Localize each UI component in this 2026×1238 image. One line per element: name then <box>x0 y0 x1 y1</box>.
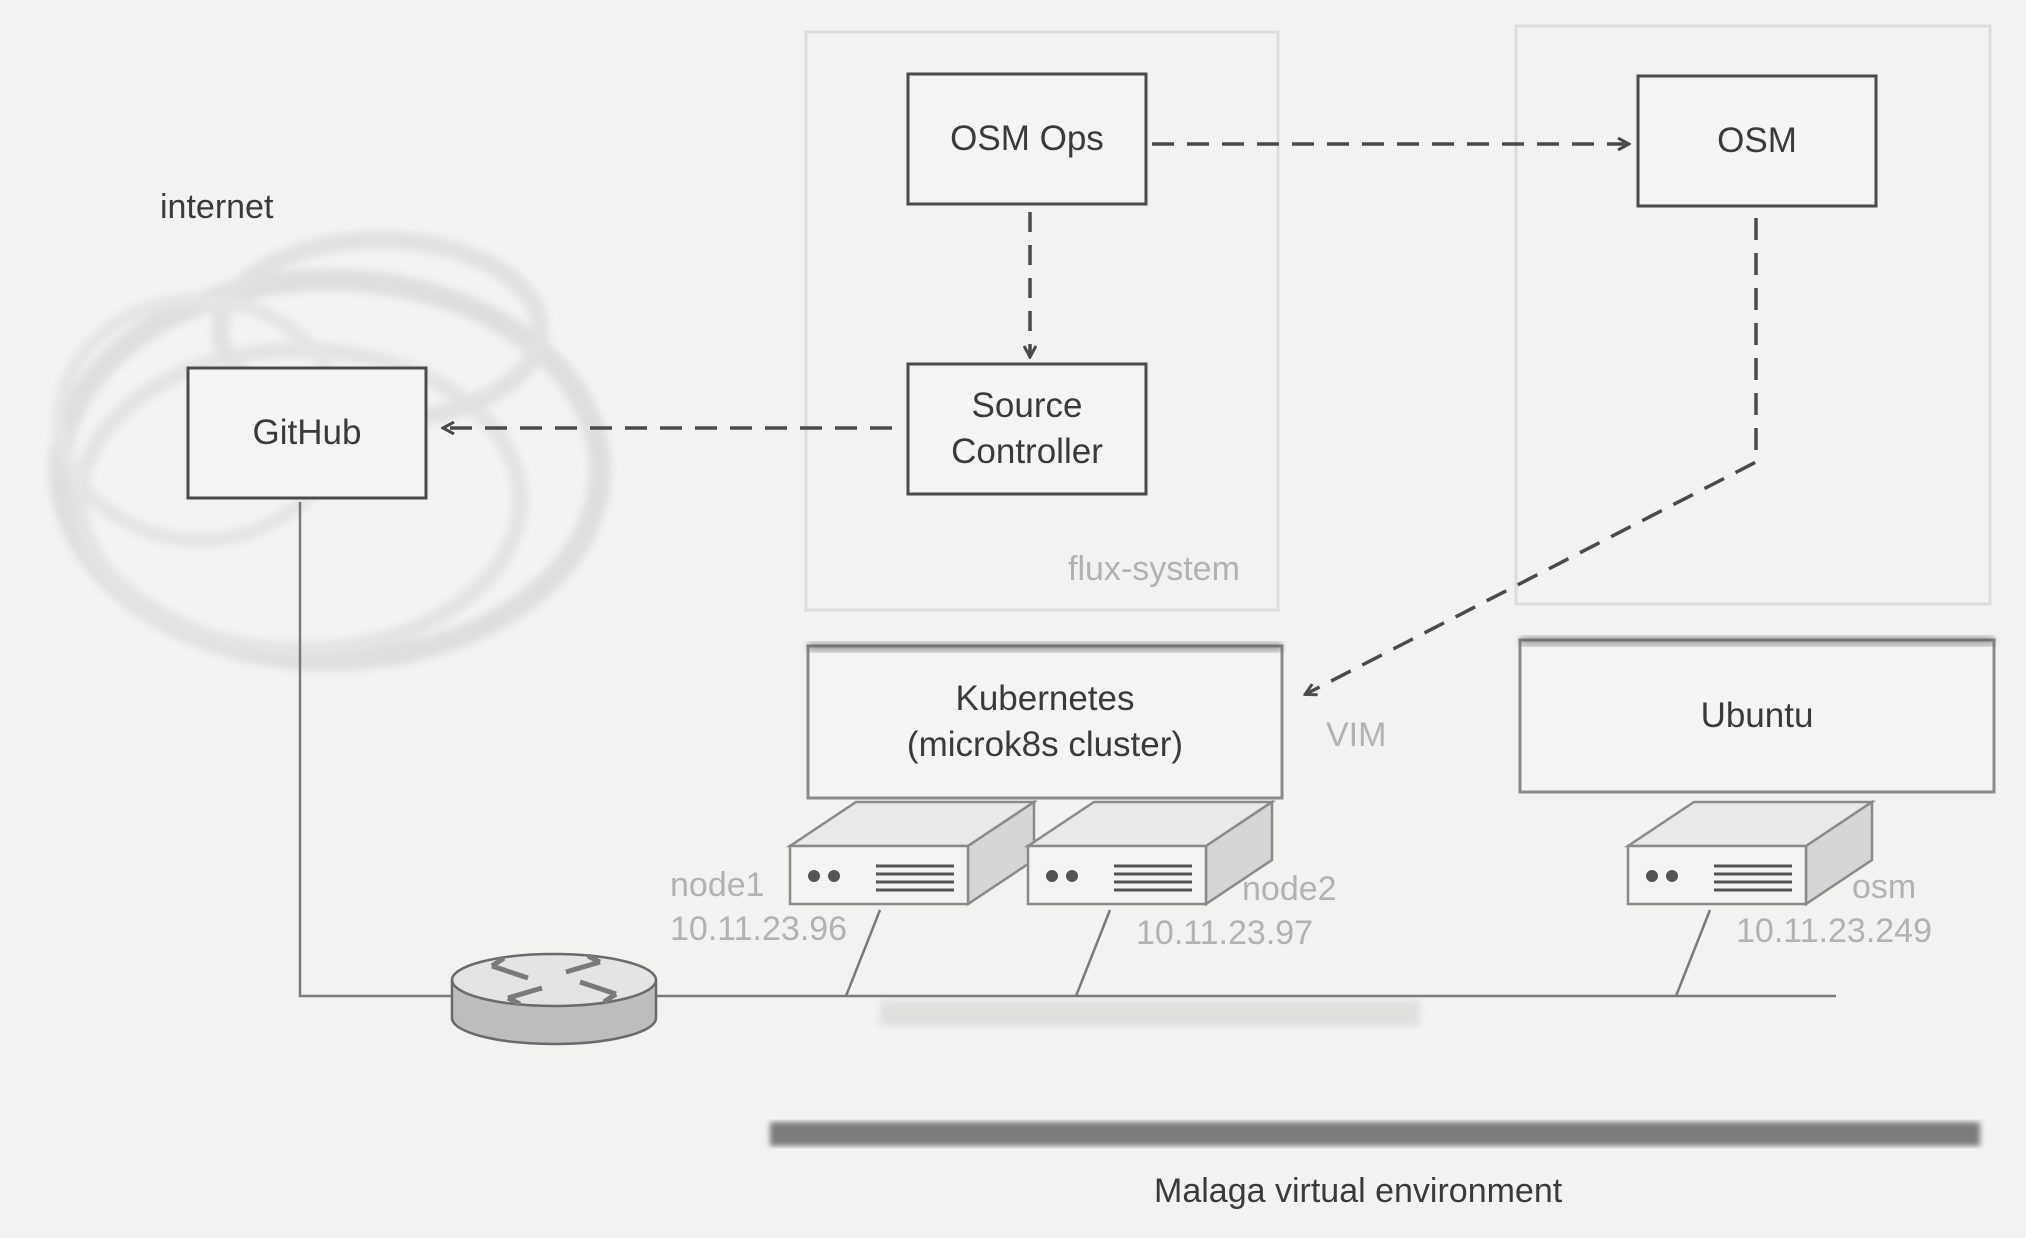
node2-name-label: node2 <box>1242 870 1337 908</box>
node2-ip-label: 10.11.23.97 <box>1136 914 1314 952</box>
osm-label: OSM <box>1717 121 1797 160</box>
flux-system-container <box>804 30 1280 612</box>
osm-host-container <box>1514 24 1992 606</box>
github-label: GitHub <box>252 413 362 452</box>
kubernetes-box <box>806 642 1284 800</box>
router-icon <box>450 952 658 1046</box>
kubernetes-line1: Kubernetes <box>955 679 1135 718</box>
malaga-ground-band <box>770 1122 1980 1146</box>
source-controller-label: Source Controller <box>908 364 1146 494</box>
lan-shading <box>880 1000 1420 1026</box>
ubuntu-label: Ubuntu <box>1700 696 1814 735</box>
vim-label: VIM <box>1326 716 1387 754</box>
github-uplink-line <box>298 502 462 998</box>
source-controller-box <box>906 362 1148 496</box>
node1-ip-label: 10.11.23.96 <box>670 910 848 948</box>
osm-ops-label: OSM Ops <box>950 119 1104 158</box>
server-node2-icon <box>1023 799 1277 907</box>
osm-box <box>1636 74 1878 208</box>
node1-name-label: node1 <box>670 866 765 904</box>
internet-label: internet <box>160 188 274 226</box>
osm-node-ip-label: 10.11.23.249 <box>1736 912 1932 950</box>
source-controller-line2: Controller <box>951 432 1103 471</box>
osm-node-name-label: osm <box>1852 868 1917 906</box>
flux-system-label: flux-system <box>1068 550 1240 588</box>
kubernetes-label: Kubernetes (microk8s cluster) <box>808 646 1282 798</box>
arrow-osm-to-kubernetes-vim <box>1306 218 1758 694</box>
server-node1-icon <box>785 799 1039 907</box>
kubernetes-line2: (microk8s cluster) <box>906 725 1184 764</box>
github-box <box>186 366 428 500</box>
source-controller-line1: Source <box>971 386 1083 425</box>
malaga-environment-label: Malaga virtual environment <box>1154 1172 1563 1210</box>
ubuntu-box <box>1518 636 1996 794</box>
node2-drop <box>1074 909 1112 997</box>
osm-node-drop <box>1674 909 1712 997</box>
node1-drop <box>844 909 882 997</box>
server-osm-icon <box>1623 799 1877 907</box>
osm-ops-box <box>906 72 1148 206</box>
